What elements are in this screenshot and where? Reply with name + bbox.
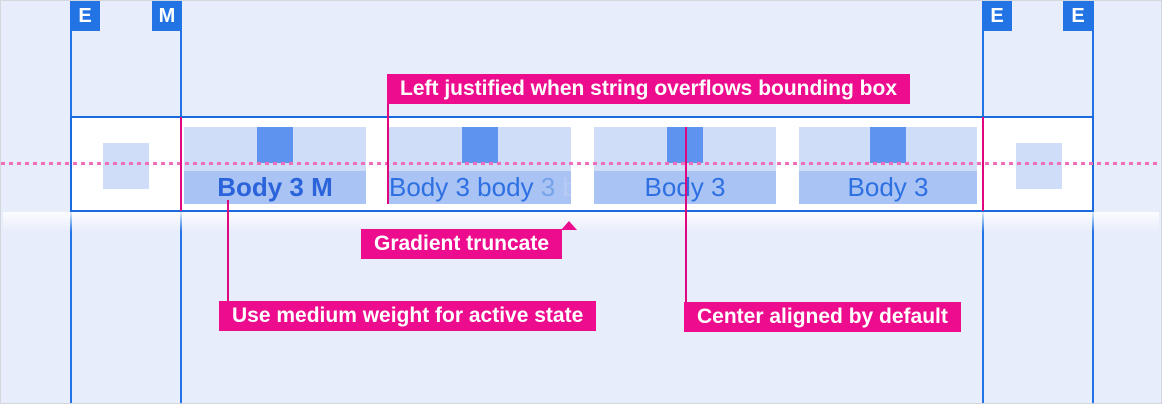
- tab-label-fade-mid: 3: [533, 172, 556, 202]
- bar-glow: [3, 212, 1159, 232]
- ruler-badge-e-left: E: [70, 1, 100, 31]
- tab-area-boundary-right: [982, 117, 984, 211]
- caret-up-icon: [561, 221, 577, 230]
- spacing-square: [257, 127, 293, 163]
- tab-label: Body 3 body 3 b: [389, 171, 571, 204]
- callout-gradient-truncate: Gradient truncate: [361, 221, 577, 259]
- spacing-square: [462, 127, 498, 163]
- callout-medium-weight: Use medium weight for active state: [219, 301, 597, 331]
- leader-line-left-justified: [387, 104, 389, 204]
- ruler-badge-e-right-inner: E: [982, 1, 1012, 31]
- tab-label: Body 3: [799, 171, 977, 204]
- callout-left-justified: Left justified when string overflows bou…: [387, 74, 910, 104]
- tab-item[interactable]: Body 3: [799, 127, 977, 204]
- leader-line-center-aligned: [685, 127, 687, 302]
- tab-area-boundary-left: [180, 117, 182, 211]
- leader-line-medium-weight: [227, 200, 229, 301]
- edge-spacing-square-right: [1016, 143, 1062, 189]
- ruler-badge-m-left: M: [152, 1, 182, 31]
- tab-item-truncated[interactable]: Body 3 body 3 b: [389, 127, 571, 204]
- baseline-dashed-line: [1, 162, 1161, 165]
- tab-label-text: Body 3 body: [389, 172, 534, 202]
- edge-spacing-square-left: [103, 143, 149, 189]
- callout-center-aligned: Center aligned by default: [684, 302, 961, 332]
- spacing-square: [870, 127, 906, 163]
- tab-label: Body 3 M: [184, 171, 366, 204]
- tab-label-fade-end: b: [555, 172, 571, 202]
- tab-item-active[interactable]: Body 3 M: [184, 127, 366, 204]
- ruler-badge-e-right-outer: E: [1063, 1, 1093, 31]
- callout-gradient-text: Gradient truncate: [374, 232, 550, 255]
